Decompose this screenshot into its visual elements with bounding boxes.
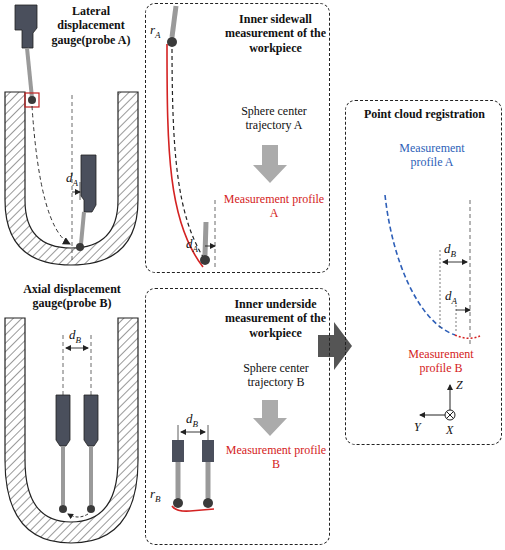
panel-text: Sphere center trajectory B	[224, 361, 328, 390]
axis-label: Y	[414, 420, 421, 434]
dimension-label: dA	[186, 236, 198, 254]
dimension-label: dB	[69, 327, 81, 345]
gauge-label: Lateral displacement gauge(probe A)	[40, 4, 142, 47]
dashed-panel: Inner underside measurement of the workp…	[145, 288, 330, 545]
gauge-label: Axial displacement gauge(probe B)	[4, 282, 140, 311]
panel-text: Measurement profile A	[221, 192, 327, 221]
panel-title: Inner sidewall measurement of the workpi…	[222, 12, 329, 55]
dimension-label: dB	[186, 411, 198, 429]
panel-text: Measurement profile B	[391, 347, 491, 376]
panel-text: Sphere center trajectory A	[221, 104, 327, 133]
dimension-label: dA	[445, 288, 457, 306]
dimension-label: rB	[150, 486, 161, 504]
panel-text: Measurement profile B	[224, 443, 328, 472]
panel-title: Inner underside measurement of the workp…	[222, 297, 329, 340]
dimension-label: dA	[66, 170, 78, 188]
panel-text: Measurement profile A	[382, 141, 482, 170]
axis-label: X	[446, 423, 453, 437]
dimension-label: rA	[150, 22, 161, 40]
dimension-label: dB	[444, 241, 456, 259]
dashed-panel: Inner sidewall measurement of the workpi…	[145, 3, 330, 273]
panel-title: Point cloud registration	[350, 107, 499, 121]
dashed-panel: Point cloud registrationMeasurement prof…	[345, 100, 502, 445]
axis-label: Z	[456, 378, 463, 392]
